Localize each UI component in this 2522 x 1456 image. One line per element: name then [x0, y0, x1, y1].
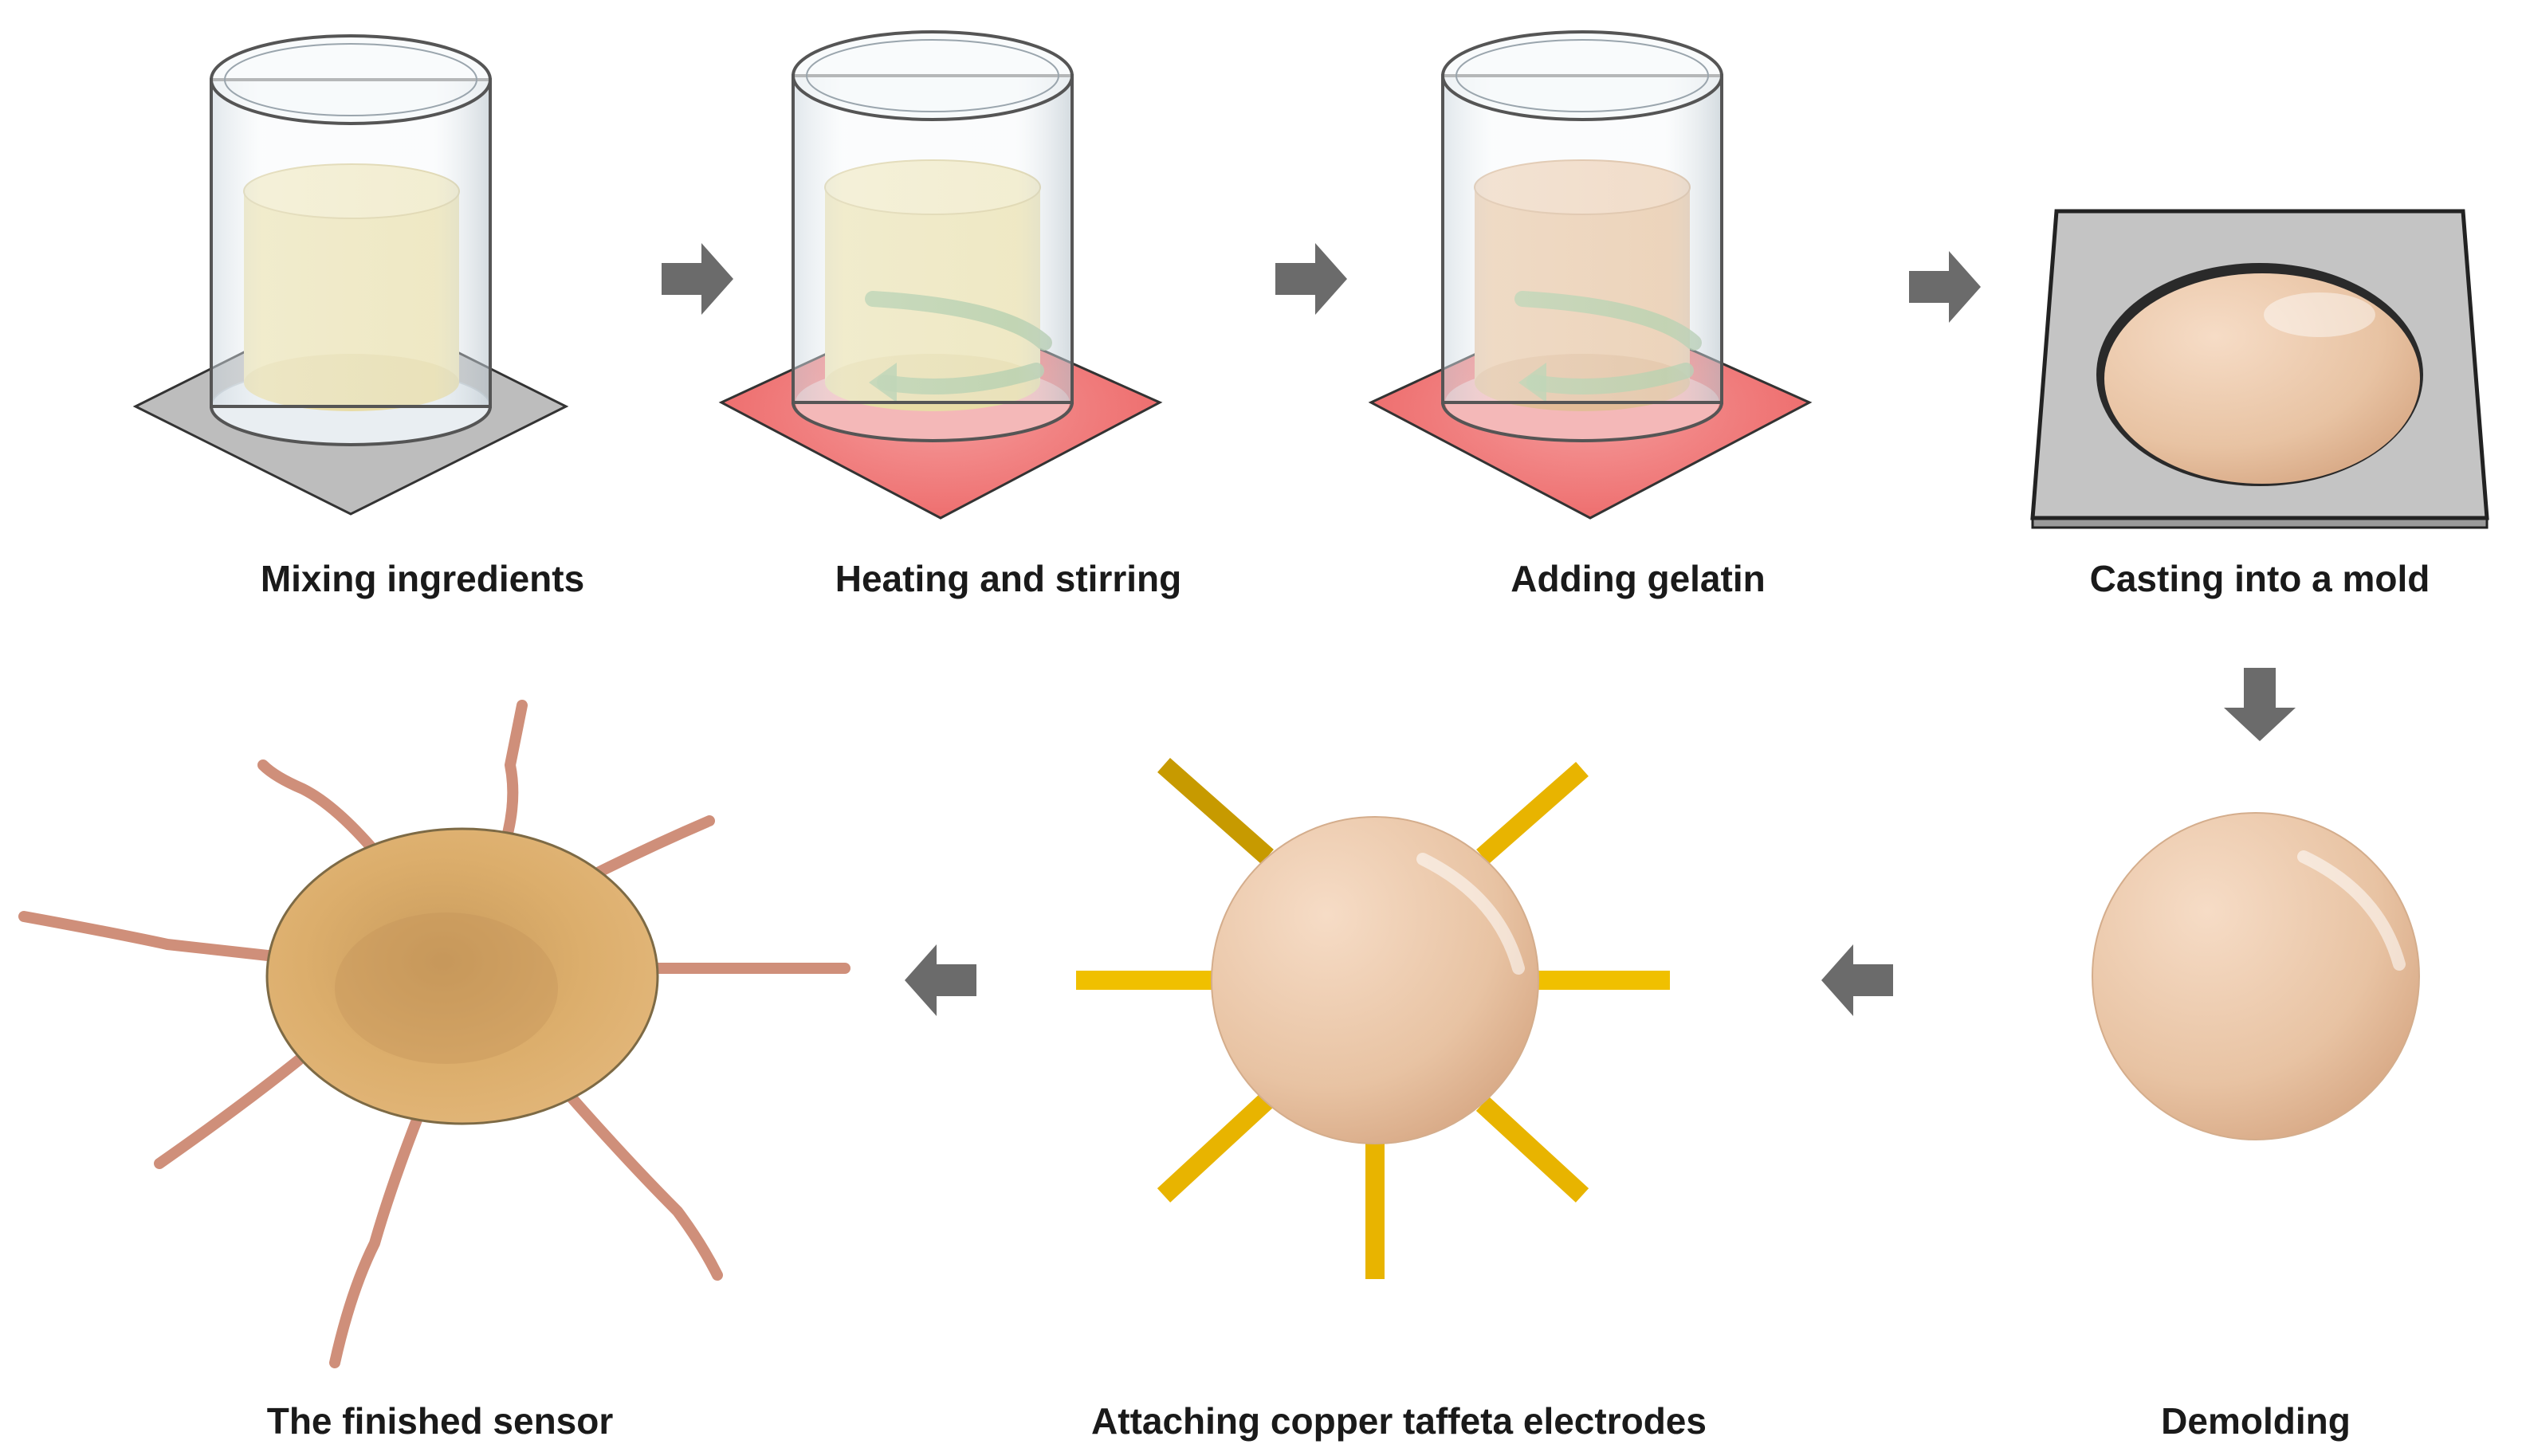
beaker-icon	[1441, 30, 1723, 442]
arrow-icon	[1275, 243, 1347, 315]
beaker-icon	[210, 34, 492, 446]
step-mixing	[132, 34, 569, 516]
label-finished: The finished sensor	[266, 1400, 614, 1442]
step-demolding	[2092, 812, 2420, 1140]
label-demolding: Demolding	[2161, 1400, 2351, 1442]
sensor-body	[265, 827, 659, 1125]
arrow-icon	[1821, 944, 1893, 1016]
gel-disc	[2092, 812, 2420, 1140]
label-casting: Casting into a mold	[2089, 558, 2430, 599]
arrow-icon	[662, 243, 733, 315]
arrow-icon	[2224, 668, 2296, 741]
arrow-icon	[1909, 251, 1981, 323]
beaker-icon	[792, 30, 1074, 442]
arrow-icon	[905, 944, 976, 1016]
electrode-strips	[1076, 681, 1670, 1279]
label-electrodes: Attaching copper taffeta electrodes	[1091, 1400, 1707, 1442]
step-casting	[2030, 209, 2489, 529]
step-heating	[718, 30, 1163, 520]
step-finished	[18, 700, 850, 1368]
gel-disc	[1211, 816, 1539, 1144]
label-mixing: Mixing ingredients	[260, 558, 585, 599]
mold-icon	[2030, 209, 2489, 529]
step-electrodes	[1076, 681, 1670, 1279]
label-gelatin: Adding gelatin	[1510, 558, 1766, 599]
step-gelatin	[1368, 30, 1813, 520]
label-heating: Heating and stirring	[835, 558, 1182, 599]
